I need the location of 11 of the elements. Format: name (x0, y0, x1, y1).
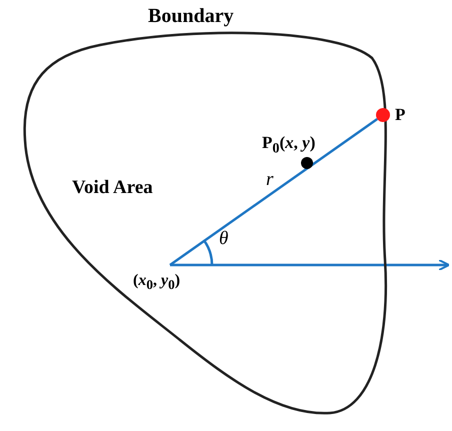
point-label: P (395, 106, 406, 123)
point-marker (301, 157, 313, 169)
arrow (170, 259, 450, 271)
point-label: P$_{0}$(x, y) (262, 134, 316, 156)
region-label: Void Area (72, 178, 153, 197)
line (169, 118, 378, 266)
point-marker (376, 108, 390, 122)
edge-label: r (266, 170, 274, 189)
angle-label: θ (219, 229, 228, 248)
boundary-title: Boundary (148, 6, 234, 26)
coordinate-label: (x$_{0}$, y$_{0}$) (133, 271, 180, 296)
